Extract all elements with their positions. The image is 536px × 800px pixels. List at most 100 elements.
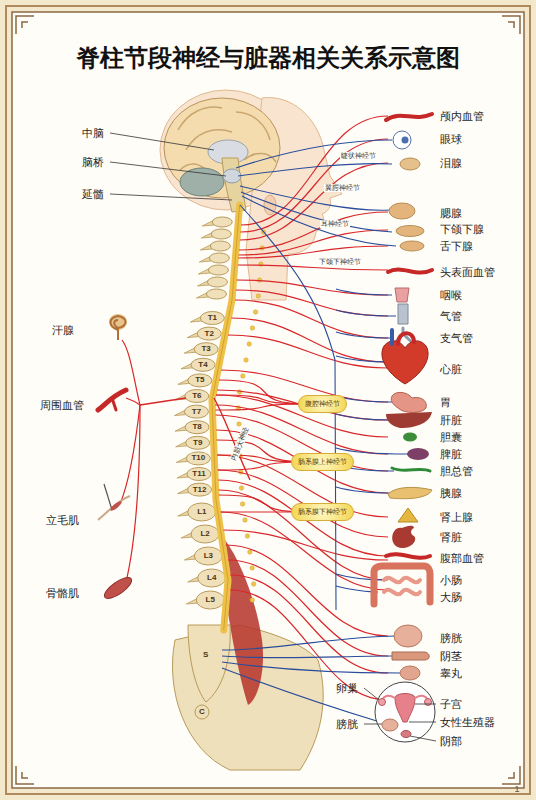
scalp-vessel — [388, 269, 432, 272]
trachea — [398, 304, 408, 324]
organ-label: 颅内血管 — [440, 110, 484, 123]
vertebra-label: L3 — [203, 551, 214, 560]
vertebra-label: L5 — [205, 595, 216, 604]
ganglion-name: 肠系膜下神经节 — [298, 508, 347, 516]
sympathetic-nerve — [217, 390, 388, 420]
organ-label: 女性生殖器 — [440, 716, 495, 729]
psoas-muscle — [225, 540, 263, 705]
structure-label: 汗腺 — [52, 324, 74, 337]
vertebra-label: C — [198, 707, 206, 716]
arrector-pili-muscle — [109, 500, 123, 512]
structure-label: 立毛肌 — [46, 514, 79, 527]
frame-panel — [12, 12, 524, 788]
organ-label: 肾脏 — [440, 531, 462, 544]
spinal-nerve — [140, 398, 186, 405]
structure-label: 膀胱 — [336, 718, 358, 731]
skin-surface — [98, 496, 130, 520]
sympathetic-nerve — [228, 560, 388, 656]
sympathetic-ganglion — [256, 294, 260, 298]
sympathetic-nerve — [221, 512, 388, 590]
structure-label: 中脑 — [82, 127, 104, 140]
vertebra — [196, 591, 224, 609]
structure-label: 脑桥 — [82, 156, 104, 169]
organ-label: 胃 — [440, 396, 451, 409]
corner-ornament — [502, 766, 520, 784]
sympathetic-ganglion — [241, 374, 245, 378]
parasympathetic-nerve — [222, 668, 380, 722]
vertebra-label: L1 — [196, 507, 207, 516]
spinal-nerve-branch — [120, 405, 140, 504]
organ-label: 咽喉 — [440, 289, 462, 302]
parasympathetic-nerve — [336, 414, 390, 420]
organ-label: 肝脏 — [440, 414, 462, 427]
organ-label: 大肠 — [440, 591, 462, 604]
vertebra-label: T7 — [191, 407, 202, 416]
vertebra — [185, 390, 209, 403]
splanchnic-nerve — [216, 395, 310, 404]
structure-label: 卵巢 — [336, 682, 358, 695]
ganglion-name: 肠系膜上神经节 — [298, 458, 347, 466]
spleen — [407, 448, 429, 460]
organ-label: 气管 — [440, 310, 462, 323]
ganglion-circle: 肠系膜下神经节 — [291, 503, 354, 521]
common-bile-duct — [392, 468, 430, 471]
organ-label: 心脏 — [440, 363, 462, 376]
vertebra — [187, 468, 211, 481]
vertebra — [186, 452, 210, 465]
vertebra-label: T10 — [190, 454, 206, 463]
fallopian-tube — [382, 696, 428, 700]
organ-label: 眼球 — [440, 133, 462, 146]
vertebra — [200, 312, 224, 325]
organ-label: 腹部血管 — [440, 552, 484, 565]
vertebra-label: T12 — [192, 485, 208, 494]
sympathetic-nerve — [230, 590, 388, 700]
parasympathetic-nerve — [222, 656, 392, 658]
structure-label: 骨骼肌 — [46, 587, 79, 600]
sympathetic-nerve — [216, 415, 388, 471]
vertebra — [185, 421, 209, 434]
parasympathetic-nerve — [242, 196, 396, 246]
vertebra-label: S — [202, 650, 209, 659]
pharynx — [395, 288, 409, 302]
organ-label: 胰腺 — [440, 487, 462, 500]
sympathetic-ganglion — [253, 310, 257, 314]
spinal-nerve-branch — [122, 340, 140, 405]
sympathetic-ganglion — [237, 422, 241, 426]
vertebra-label: T8 — [191, 423, 202, 432]
organ-label: 肾上腺 — [440, 511, 473, 524]
parasympathetic-nerve — [241, 192, 392, 232]
cranial-vessel — [386, 114, 432, 120]
ganglion-label: 睫状神经节 — [340, 152, 377, 160]
bladder — [382, 719, 398, 731]
leader-line — [110, 133, 214, 150]
organ-label: 阴部 — [440, 735, 462, 748]
heart — [382, 341, 428, 384]
vertebra — [186, 436, 210, 449]
spinal-cord — [212, 205, 240, 630]
sweat-gland-coil — [111, 316, 126, 340]
leader-line — [110, 194, 232, 200]
vertebra — [188, 483, 212, 496]
structure-label: 延髓 — [82, 188, 104, 201]
page-number: 1 — [514, 784, 519, 794]
organ-label: 胆囊 — [440, 431, 462, 444]
pancreas — [388, 487, 432, 498]
leader-line — [410, 736, 436, 741]
vena-cava — [390, 330, 394, 344]
liver — [386, 412, 432, 428]
organ-label: 小肠 — [440, 574, 462, 587]
organ-label: 阴茎 — [440, 650, 462, 663]
aorta — [398, 333, 414, 344]
spinal-cord-core — [212, 205, 240, 630]
vertebra — [206, 289, 226, 299]
vertebra — [212, 217, 232, 227]
vertebra-label: T4 — [197, 360, 208, 369]
ganglion-circle: 肠系膜上神经节 — [291, 453, 354, 471]
gallbladder — [403, 433, 417, 442]
organ-label: 腮腺 — [440, 207, 462, 220]
organ-label: 子宫 — [440, 698, 462, 711]
vertebra-label: T5 — [194, 376, 205, 385]
ganglion-label: 耳神经节 — [320, 220, 350, 228]
organ-label: 睾丸 — [440, 667, 462, 680]
vertebra-label: L2 — [199, 529, 210, 538]
